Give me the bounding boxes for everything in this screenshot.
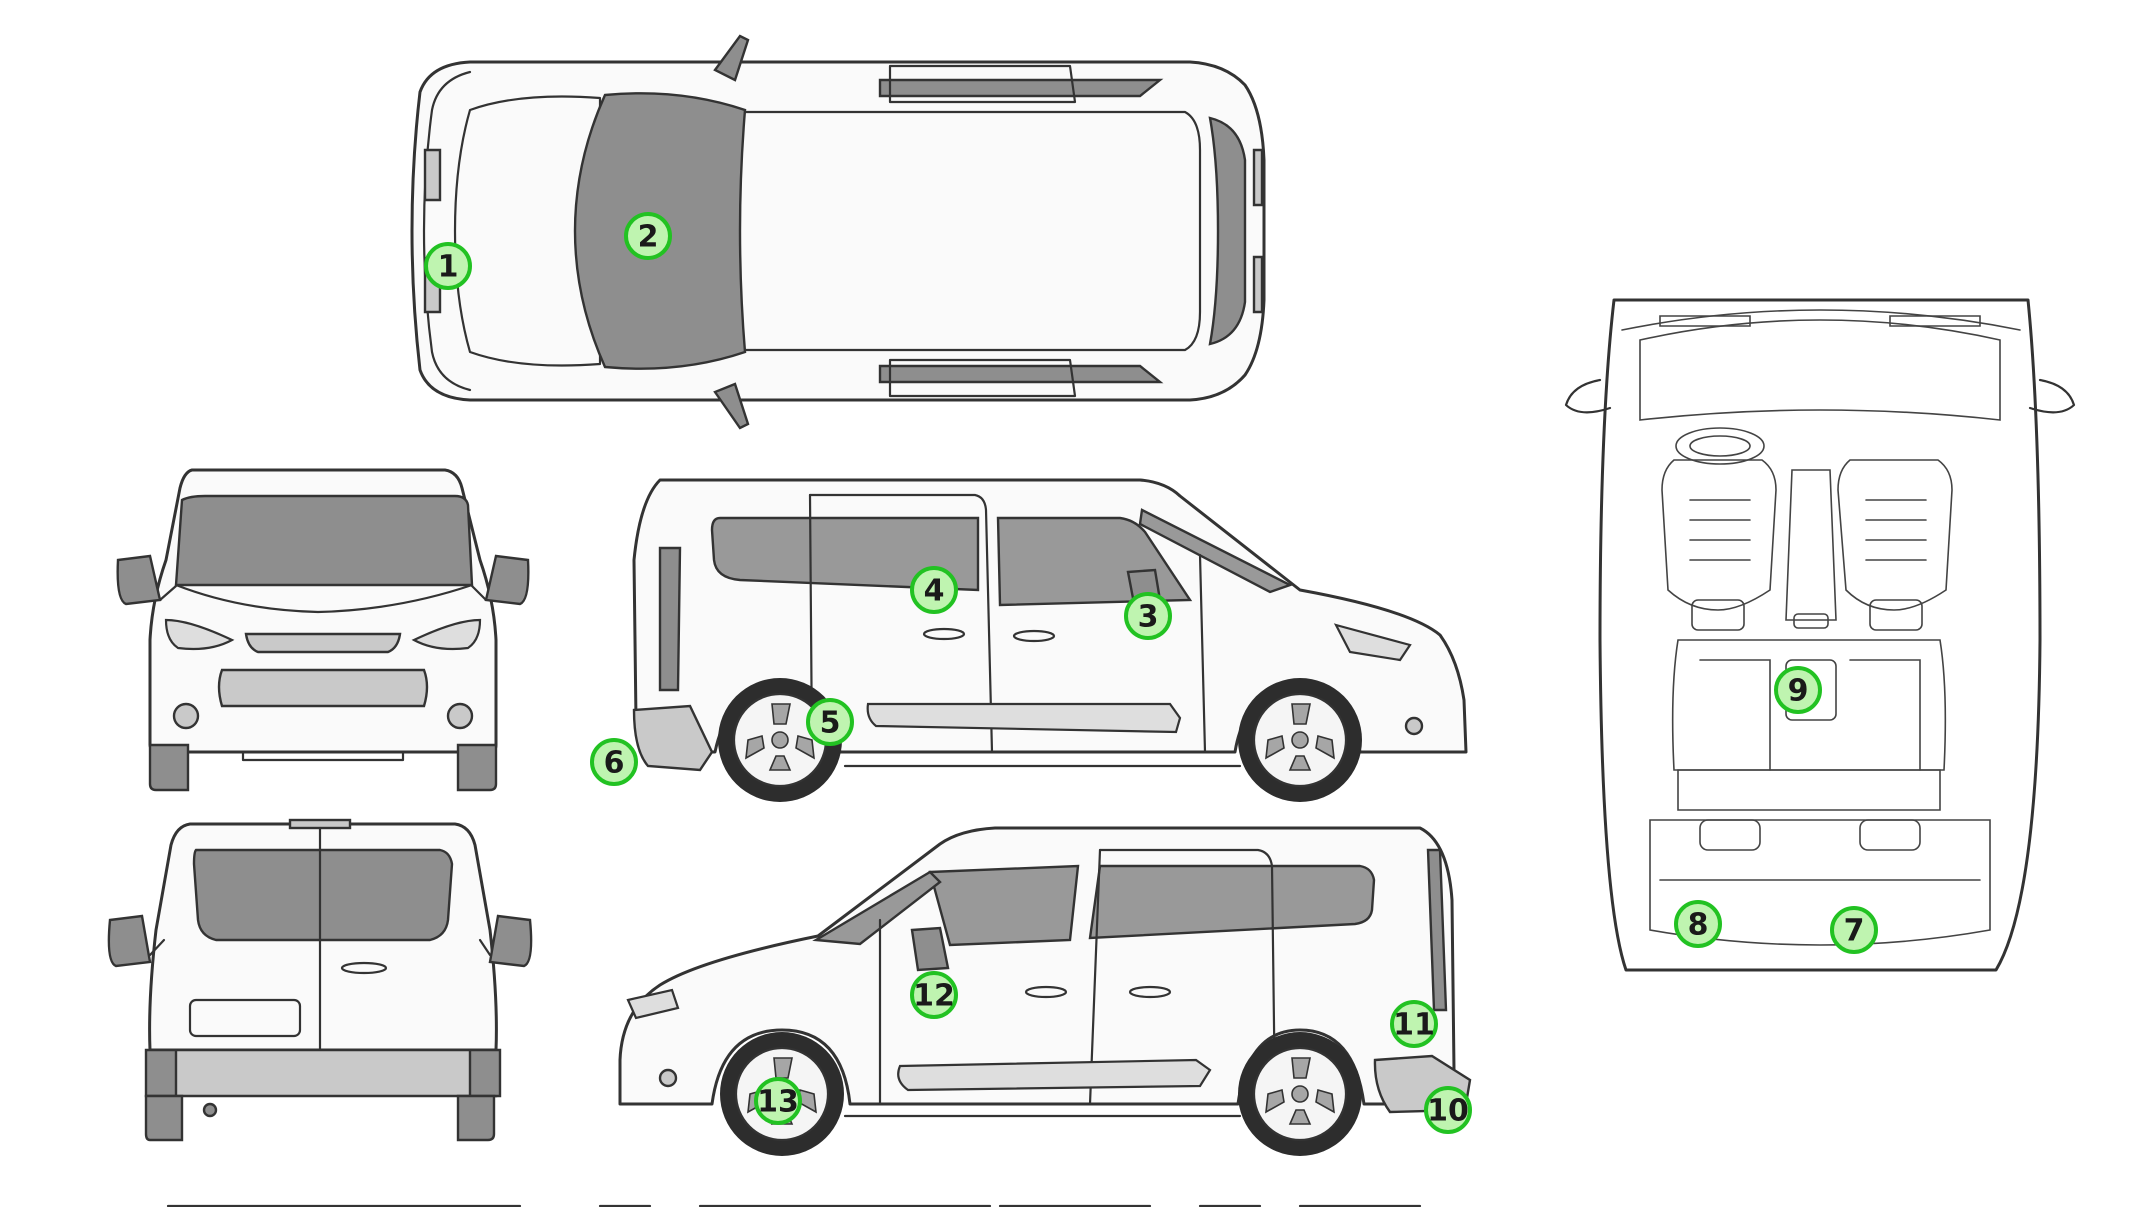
damage-marker-13[interactable]: 13 bbox=[754, 1077, 802, 1125]
damage-marker-12[interactable]: 12 bbox=[910, 971, 958, 1019]
marker-label: 4 bbox=[924, 574, 945, 609]
damage-marker-10[interactable]: 10 bbox=[1424, 1086, 1472, 1134]
rear-view bbox=[107, 818, 533, 1142]
marker-circle[interactable] bbox=[424, 242, 472, 290]
marker-circle[interactable] bbox=[590, 738, 638, 786]
marker-circle[interactable] bbox=[754, 1077, 802, 1125]
marker-label: 1 bbox=[438, 250, 459, 285]
damage-marker-8[interactable]: 8 bbox=[1674, 900, 1722, 948]
marker-circle[interactable] bbox=[806, 698, 854, 746]
marker-circle[interactable] bbox=[1830, 906, 1878, 954]
damage-marker-7[interactable]: 7 bbox=[1830, 906, 1878, 954]
marker-label: 10 bbox=[1427, 1094, 1469, 1129]
top-view bbox=[410, 34, 1266, 430]
marker-circle[interactable] bbox=[1124, 592, 1172, 640]
marker-circle[interactable] bbox=[1774, 666, 1822, 714]
marker-circle[interactable] bbox=[1390, 1000, 1438, 1048]
marker-circle[interactable] bbox=[1674, 900, 1722, 948]
marker-label: 6 bbox=[604, 746, 625, 781]
damage-marker-11[interactable]: 11 bbox=[1390, 1000, 1438, 1048]
marker-label: 3 bbox=[1138, 600, 1159, 635]
front-view bbox=[116, 468, 530, 792]
damage-marker-2[interactable]: 2 bbox=[624, 212, 672, 260]
left-side-view bbox=[618, 826, 1472, 1156]
marker-label: 13 bbox=[757, 1085, 799, 1120]
marker-label: 9 bbox=[1788, 674, 1809, 709]
marker-circle[interactable] bbox=[624, 212, 672, 260]
marker-circle[interactable] bbox=[1424, 1086, 1472, 1134]
marker-circle[interactable] bbox=[910, 566, 958, 614]
damage-marker-1[interactable]: 1 bbox=[424, 242, 472, 290]
marker-circle[interactable] bbox=[910, 971, 958, 1019]
marker-label: 8 bbox=[1688, 908, 1709, 943]
damage-marker-9[interactable]: 9 bbox=[1774, 666, 1822, 714]
damage-marker-4[interactable]: 4 bbox=[910, 566, 958, 614]
marker-label: 12 bbox=[913, 979, 955, 1014]
marker-label: 11 bbox=[1393, 1008, 1435, 1043]
marker-label: 2 bbox=[638, 220, 659, 255]
interior-top-view bbox=[1564, 298, 2076, 972]
marker-label: 5 bbox=[820, 706, 841, 741]
damage-marker-3[interactable]: 3 bbox=[1124, 592, 1172, 640]
left-rear-wheel bbox=[1238, 1032, 1362, 1156]
damage-marker-6[interactable]: 6 bbox=[590, 738, 638, 786]
right-side-view bbox=[632, 478, 1468, 802]
marker-label: 7 bbox=[1844, 914, 1865, 949]
right-front-wheel bbox=[1238, 678, 1362, 802]
damage-marker-5[interactable]: 5 bbox=[806, 698, 854, 746]
